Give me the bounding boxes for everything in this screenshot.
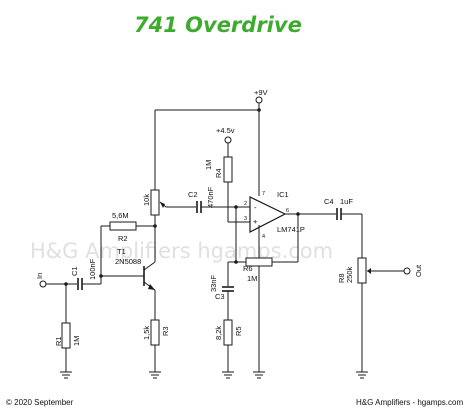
vref-terminal: +4.5v [216,126,235,144]
opamp-ic1: - + IC1 LM741P 7 2 3 6 4 [244,190,305,240]
resistor-r4: 1M R4 [204,156,233,183]
c4-ref: C4 [324,197,334,206]
capacitor-c3: 33nF C3 [209,274,234,301]
ic1-part: LM741P [277,225,305,234]
r1-value: 1M [72,336,81,346]
pin-6-label: 6 [286,208,289,214]
ground-symbol [149,371,161,379]
resistor-r6: R6 1M [243,257,273,283]
input-terminal: In [35,273,47,288]
r5-ref: R5 [234,326,243,336]
r3-ref: R3 [161,326,170,336]
r8-value: 250k [345,266,354,283]
footer-credit: H&G Amplifiers - hgamps.com [356,398,463,407]
c3-ref: C3 [215,292,225,301]
c4-value: 1uF [340,197,353,206]
r4-value: 1M [204,160,213,170]
resistor-r2: 5,6M R2 [109,211,137,243]
r3-value: 1,5k [142,326,151,340]
r1-ref: R1 [54,336,63,346]
capacitor-c1: C1 100nF [70,258,97,290]
c1-ref: C1 [70,266,79,276]
resistor-r3: 1,5k R3 [142,319,170,346]
c3-value: 33nF [209,274,218,292]
ground-symbol [222,371,234,379]
c2-ref: C2 [188,190,198,199]
r2-ref: R2 [118,234,128,243]
output-label: Out [414,264,423,277]
watermark: H&G Amplifiers hgamps.com [30,239,333,263]
opamp-plus-sign: + [253,217,258,226]
pin-3-label: 3 [244,216,247,222]
p1-value: 10k [142,194,151,206]
r6-ref: R6 [243,264,253,273]
r5-value: 8,2k [214,326,223,340]
resistor-r1: R1 1M [54,322,81,349]
pin-4-label: 4 [262,234,265,240]
pin-7-label: 7 [262,191,265,197]
page-title: 741 Overdrive [134,13,302,37]
transistor-t1: T1 2N5088 [101,247,156,291]
r4-ref: R4 [214,168,223,178]
input-label: In [35,273,44,279]
t1-part: 2N5088 [115,257,141,266]
capacitor-c2: C2 470nF [188,186,215,213]
potentiometer-r8: R8 250k [337,257,373,284]
footer-date: © 2020 September [6,398,74,407]
r6-value: 1M [247,274,257,283]
c1-value: 100nF [88,258,97,280]
vref-label: +4.5v [216,126,235,135]
c2-value: 470nF [206,186,215,208]
ic1-ref: IC1 [277,190,289,199]
r8-ref: R8 [337,273,346,283]
potentiometer-10k: 10k [142,189,167,216]
r2-value: 5,6M [112,211,129,220]
ground-symbol [253,371,265,379]
vcc-terminal: +9V [254,88,268,104]
ground-symbol [60,371,72,379]
output-terminal: Out [403,264,423,277]
vcc-label: +9V [254,88,268,97]
ground-symbol [356,371,368,379]
t1-ref: T1 [117,247,126,256]
resistor-r5: 8,2k R5 [214,319,243,346]
capacitor-c4: C4 1uF [324,197,353,220]
pin-2-label: 2 [244,201,247,207]
opamp-minus-sign: - [254,203,257,212]
